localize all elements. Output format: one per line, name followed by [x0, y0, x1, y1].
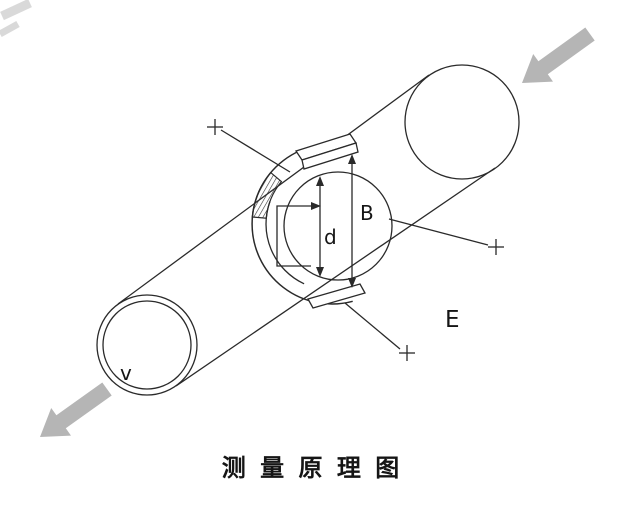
- corner-scan-artifact: [0, 0, 32, 38]
- pipe-outlet-flange: [96, 294, 198, 396]
- label-velocity: v: [120, 361, 132, 385]
- label-diameter: d: [324, 225, 337, 249]
- terminal-cross-icon: [488, 239, 504, 255]
- pipe-inlet-end: [404, 64, 520, 180]
- coil-leader-line: [207, 119, 291, 173]
- coil-winding-hatch: [251, 171, 283, 219]
- loop-arrowhead-icon: [311, 202, 321, 210]
- diagram-caption: 测 量 原 理 图: [222, 454, 402, 482]
- field-dimension-arrow: [348, 154, 356, 288]
- field-leader-line: [388, 218, 504, 255]
- label-electrode: E: [445, 307, 460, 333]
- pole-shoe-top: [294, 133, 359, 170]
- flow-outlet-arrow: [40, 382, 112, 437]
- electrode-wire-loop: [276, 202, 321, 267]
- label-field: B: [360, 201, 374, 225]
- cross-section-circle: [283, 171, 393, 281]
- pipe-body-outline: [117, 74, 496, 387]
- terminal-cross-icon: [207, 119, 223, 135]
- electrode-leader-line: [344, 302, 415, 361]
- flow-inlet-arrow: [522, 27, 595, 83]
- pole-shoe-bottom: [307, 283, 366, 309]
- diameter-dimension-arrow: [316, 176, 324, 277]
- terminal-cross-icon: [399, 345, 415, 361]
